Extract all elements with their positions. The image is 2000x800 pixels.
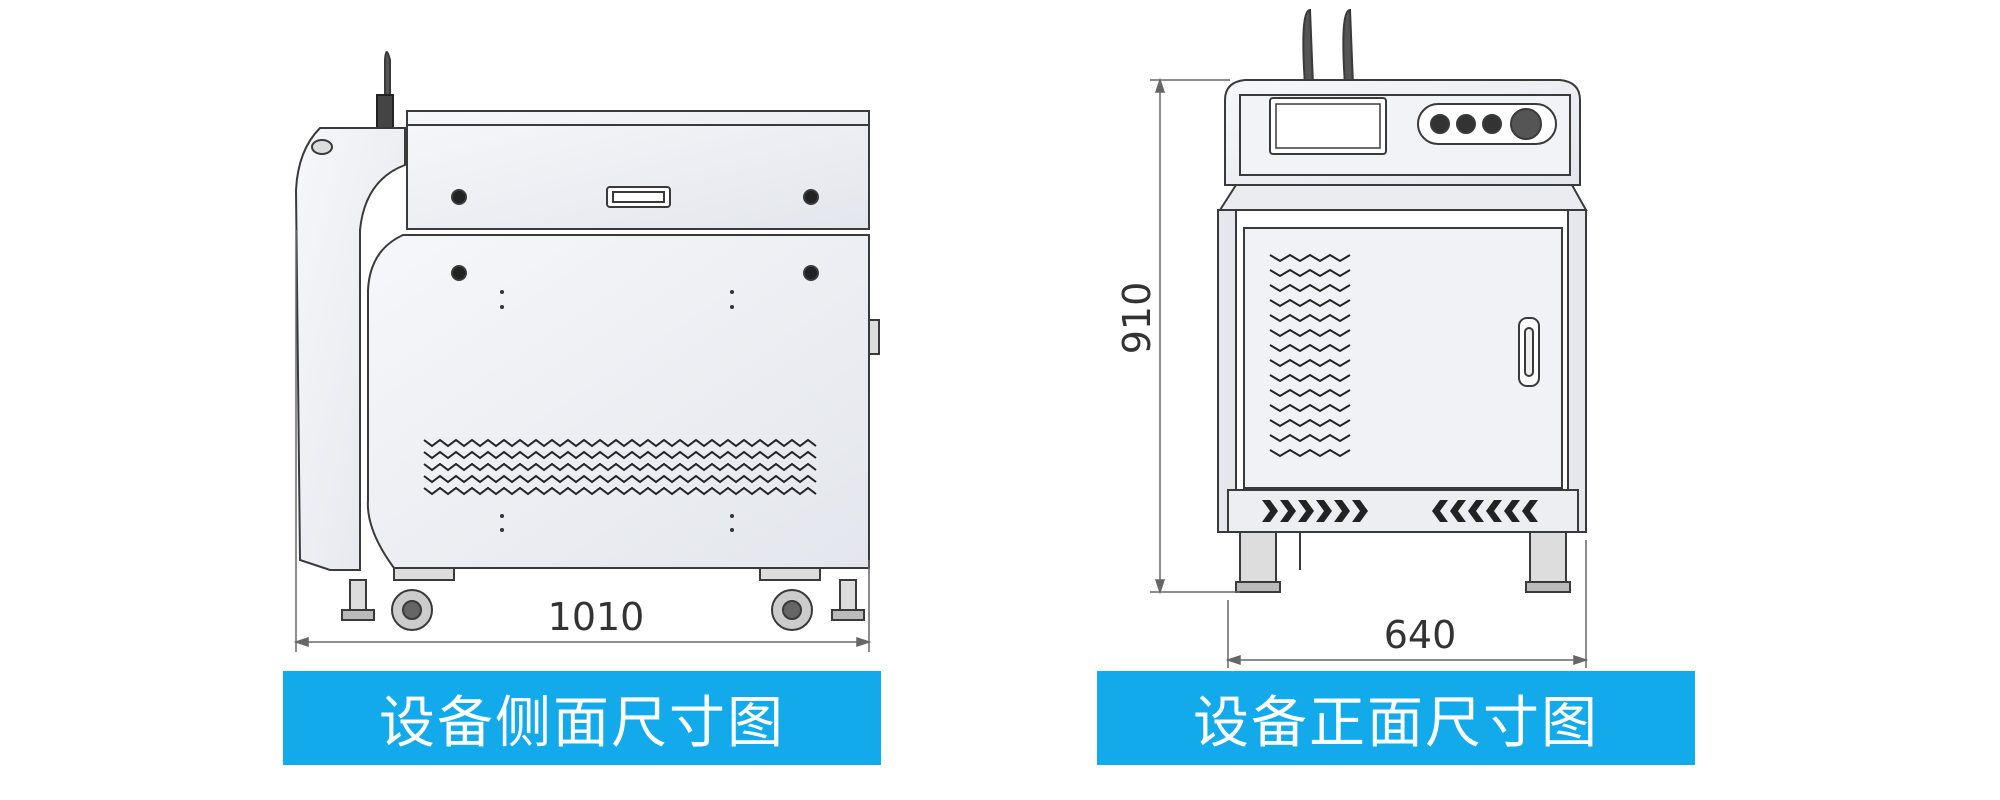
front-door-vent <box>1269 253 1351 458</box>
side-view-machine <box>294 51 880 631</box>
front-width-label: 640 <box>1384 613 1457 657</box>
front-view-caption: 设备正面尺寸图 <box>1097 671 1695 765</box>
side-bolt <box>451 265 467 281</box>
side-vent <box>423 438 817 496</box>
side-bolt <box>803 265 819 281</box>
side-front-body <box>294 127 406 571</box>
side-width-label: 1010 <box>548 595 645 639</box>
front-cable <box>1342 8 1354 86</box>
front-cable <box>1302 8 1314 86</box>
side-knob <box>311 139 333 155</box>
front-feet <box>1235 531 1571 593</box>
front-width-dimension <box>1225 540 1589 668</box>
front-height-dimension <box>1150 77 1240 595</box>
front-base-vents <box>1262 500 1538 522</box>
side-bolt <box>803 189 819 205</box>
side-lower-panel <box>366 234 870 569</box>
side-view-caption: 设备侧面尺寸图 <box>283 671 881 765</box>
side-bolt <box>451 189 467 205</box>
front-door <box>1243 227 1563 489</box>
side-width-dimension <box>293 230 872 652</box>
side-upper-housing <box>406 110 870 230</box>
front-view-machine <box>1217 8 1588 593</box>
side-casters <box>341 567 865 631</box>
front-base <box>1227 489 1579 533</box>
side-rear-connector <box>868 319 880 355</box>
front-height-label: 910 <box>1115 282 1159 355</box>
side-cable-connector <box>376 94 394 131</box>
